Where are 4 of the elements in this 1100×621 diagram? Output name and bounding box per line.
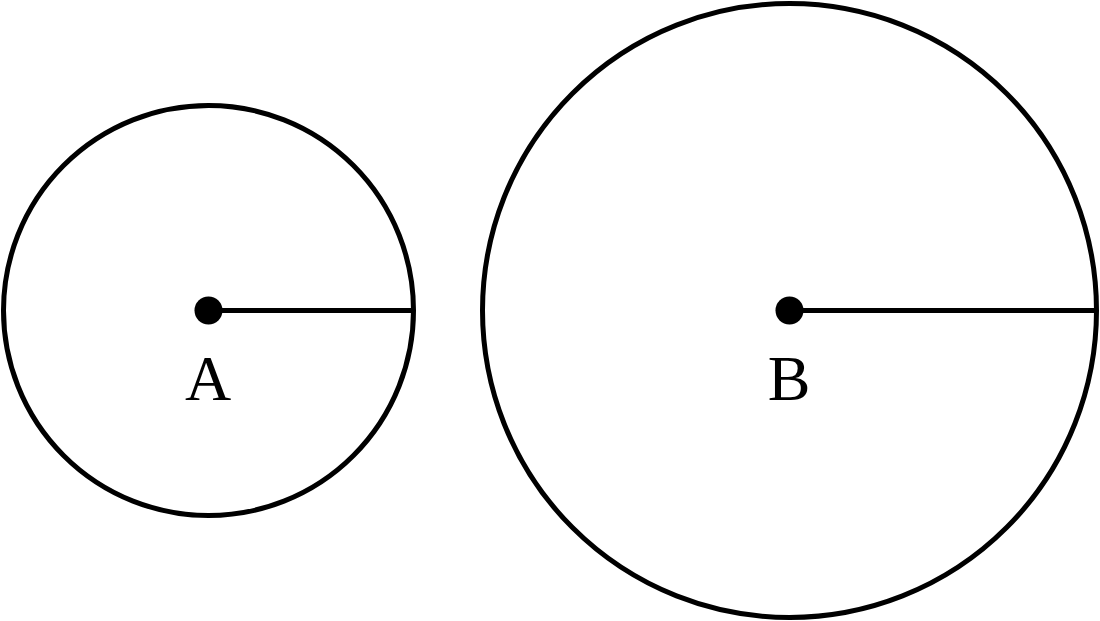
circle: [479, 0, 1099, 620]
point-label: A: [184, 347, 232, 411]
point-label: B: [767, 347, 811, 411]
circle: [0, 102, 416, 518]
